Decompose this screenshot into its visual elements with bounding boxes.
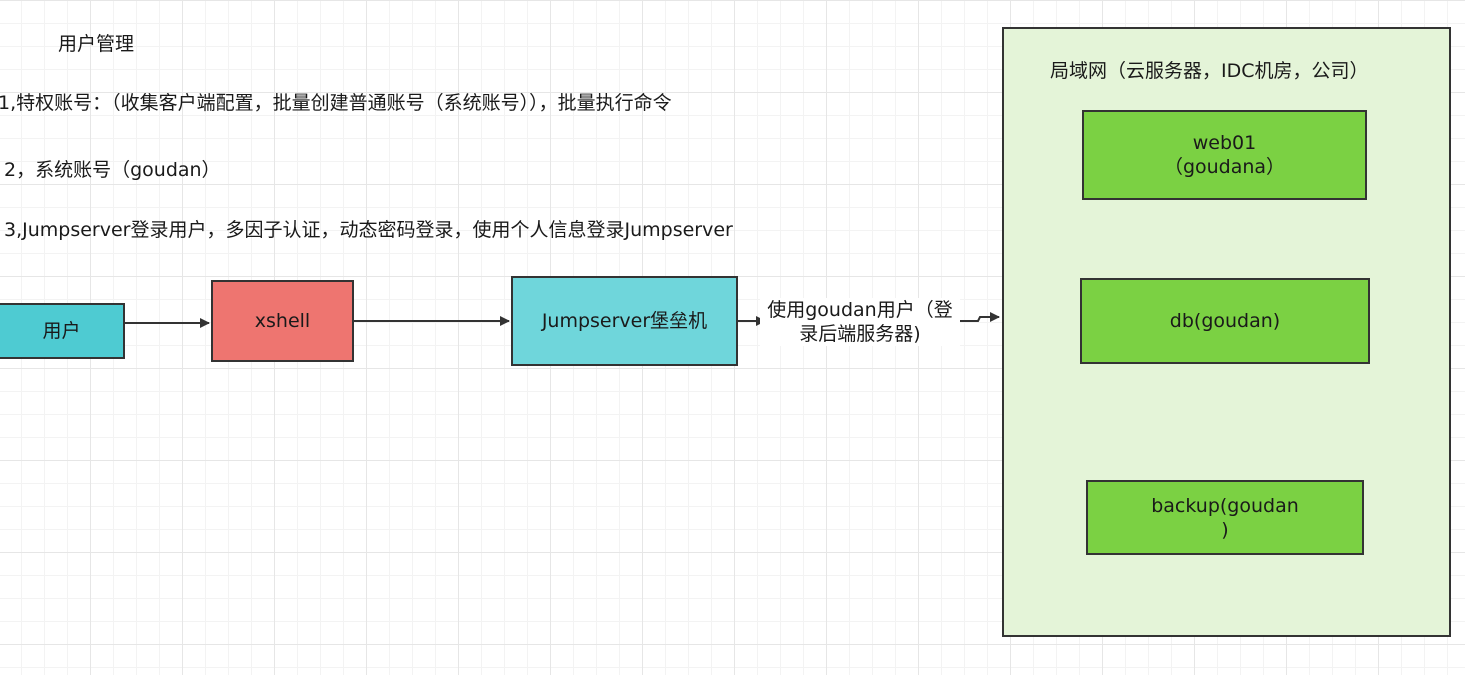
note-item-3: 3,Jumpserver登录用户，多因子认证，动态密码登录，使用个人信息登录Ju… — [4, 219, 733, 241]
edge-label-line-1: 使用goudan用户（登 — [767, 299, 953, 321]
node-web01-label-2: （goudana） — [1163, 156, 1286, 178]
node-backup-label-2: ) — [1221, 518, 1229, 541]
node-xshell[interactable]: xshell — [211, 280, 354, 362]
edge-label-line-2: 录后端服务器) — [799, 323, 921, 345]
lan-label: 局域网（云服务器，IDC机房，公司） — [1050, 60, 1369, 82]
node-user[interactable]: 用户 — [0, 303, 125, 359]
node-db-label: db(goudan) — [1169, 310, 1281, 332]
node-jumpserver[interactable]: Jumpserver堡垒机 — [511, 276, 738, 366]
node-jumpserver-label: Jumpserver堡垒机 — [541, 310, 708, 332]
node-web01[interactable]: web01 （goudana） — [1082, 110, 1367, 200]
edge-label-ssh-login: 使用goudan用户（登 录后端服务器) — [760, 298, 960, 346]
note-item-2: 2，系统账号（goudan） — [4, 159, 221, 181]
node-backup[interactable]: backup(goudan ) — [1086, 480, 1364, 555]
node-user-label: 用户 — [42, 320, 81, 342]
note-item-1: 1,特权账号：（收集客户端配置，批量创建普通账号（系统账号）），批量执行命令 — [0, 92, 672, 114]
node-web01-label-1: web01 — [1192, 132, 1257, 154]
edge-jumpserver-to-lan-tail — [958, 312, 1000, 322]
node-xshell-label: xshell — [254, 310, 311, 332]
notes-title: 用户管理 — [58, 33, 135, 55]
node-backup-label-1: backup(goudan — [1151, 494, 1299, 517]
node-db[interactable]: db(goudan) — [1080, 278, 1370, 364]
